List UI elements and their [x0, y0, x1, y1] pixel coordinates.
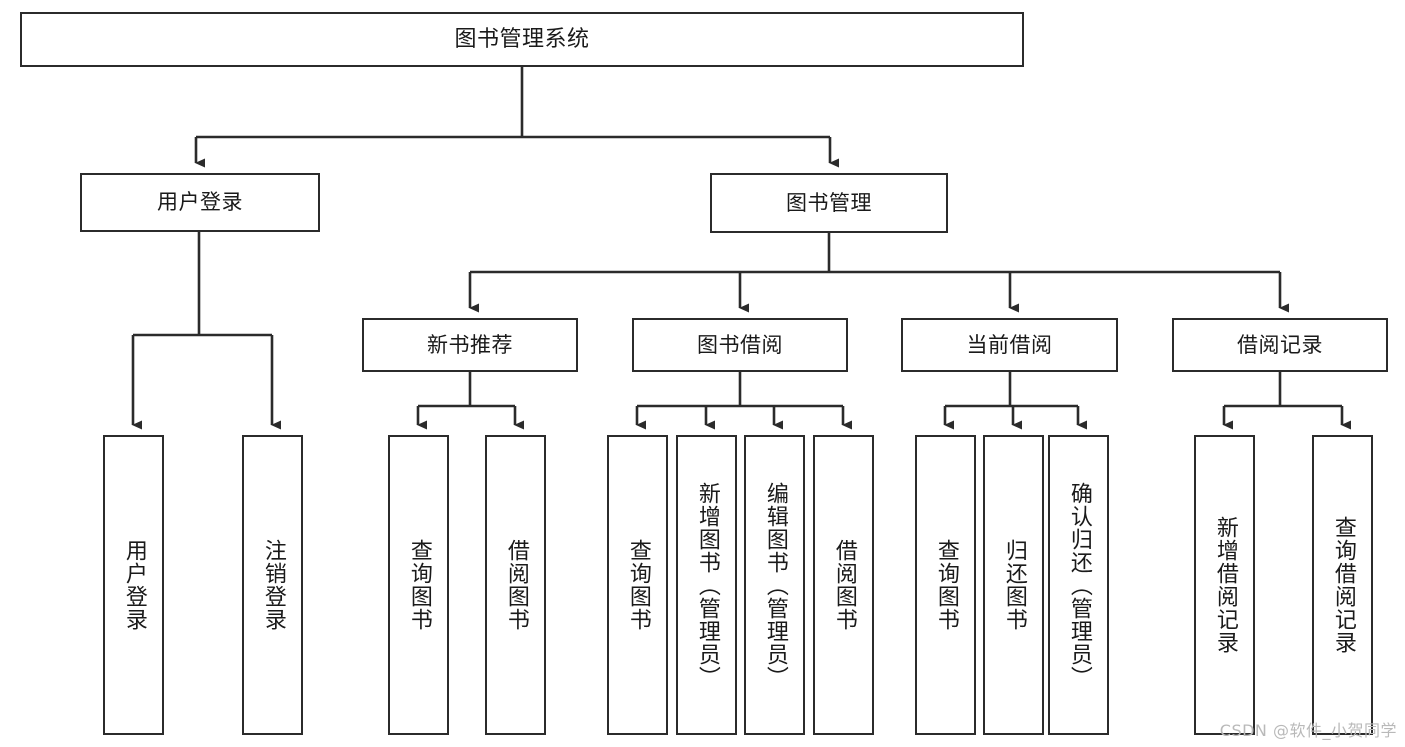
node-root-label: 图书管理系统 [454, 26, 590, 52]
node-new-book-recommend[interactable]: 新书推荐 [362, 318, 578, 372]
node-leaf-edit-book[interactable]: 编辑图书（管理员） [744, 435, 805, 735]
node-leaf-query-book-1-label: 查询图书 [406, 539, 432, 631]
node-book-manage[interactable]: 图书管理 [710, 173, 948, 233]
node-current-borrow[interactable]: 当前借阅 [901, 318, 1118, 372]
node-leaf-user-login[interactable]: 用户登录 [103, 435, 164, 735]
node-leaf-logout[interactable]: 注销登录 [242, 435, 303, 735]
node-leaf-add-record-label: 新增借阅记录 [1212, 516, 1238, 654]
node-user-login[interactable]: 用户登录 [80, 173, 320, 232]
node-leaf-user-login-label: 用户登录 [121, 539, 147, 631]
node-leaf-query-book-2-label: 查询图书 [625, 539, 651, 631]
node-leaf-borrow-book-2[interactable]: 借阅图书 [813, 435, 874, 735]
node-leaf-confirm-return[interactable]: 确认归还（管理员） [1048, 435, 1109, 735]
node-leaf-query-book-3-label: 查询图书 [933, 539, 959, 631]
node-leaf-query-book-2[interactable]: 查询图书 [607, 435, 668, 735]
node-leaf-edit-book-label: 编辑图书（管理员） [762, 481, 788, 689]
node-root[interactable]: 图书管理系统 [20, 12, 1024, 67]
node-leaf-query-record[interactable]: 查询借阅记录 [1312, 435, 1373, 735]
node-book-borrow[interactable]: 图书借阅 [632, 318, 848, 372]
node-leaf-borrow-book-1-label: 借阅图书 [503, 539, 529, 631]
node-leaf-add-book[interactable]: 新增图书（管理员） [676, 435, 737, 735]
node-leaf-query-book-1[interactable]: 查询图书 [388, 435, 449, 735]
node-borrow-record-label: 借阅记录 [1237, 332, 1323, 357]
node-leaf-borrow-book-2-label: 借阅图书 [831, 539, 857, 631]
node-leaf-confirm-return-label: 确认归还（管理员） [1066, 481, 1092, 689]
node-leaf-query-book-3[interactable]: 查询图书 [915, 435, 976, 735]
node-leaf-add-record[interactable]: 新增借阅记录 [1194, 435, 1255, 735]
node-leaf-return-book-label: 归还图书 [1001, 539, 1027, 631]
node-leaf-borrow-book-1[interactable]: 借阅图书 [485, 435, 546, 735]
node-borrow-record[interactable]: 借阅记录 [1172, 318, 1388, 372]
node-new-book-recommend-label: 新书推荐 [427, 332, 513, 357]
node-book-borrow-label: 图书借阅 [697, 332, 783, 357]
node-leaf-query-record-label: 查询借阅记录 [1330, 516, 1356, 654]
node-user-login-label: 用户登录 [157, 190, 243, 215]
node-current-borrow-label: 当前借阅 [966, 332, 1053, 357]
node-book-manage-label: 图书管理 [786, 190, 872, 215]
node-leaf-add-book-label: 新增图书（管理员） [694, 481, 720, 689]
node-leaf-return-book[interactable]: 归还图书 [983, 435, 1044, 735]
csdn-watermark: CSDN @软件_小贺同学 [1219, 721, 1397, 740]
node-leaf-logout-label: 注销登录 [260, 539, 286, 631]
